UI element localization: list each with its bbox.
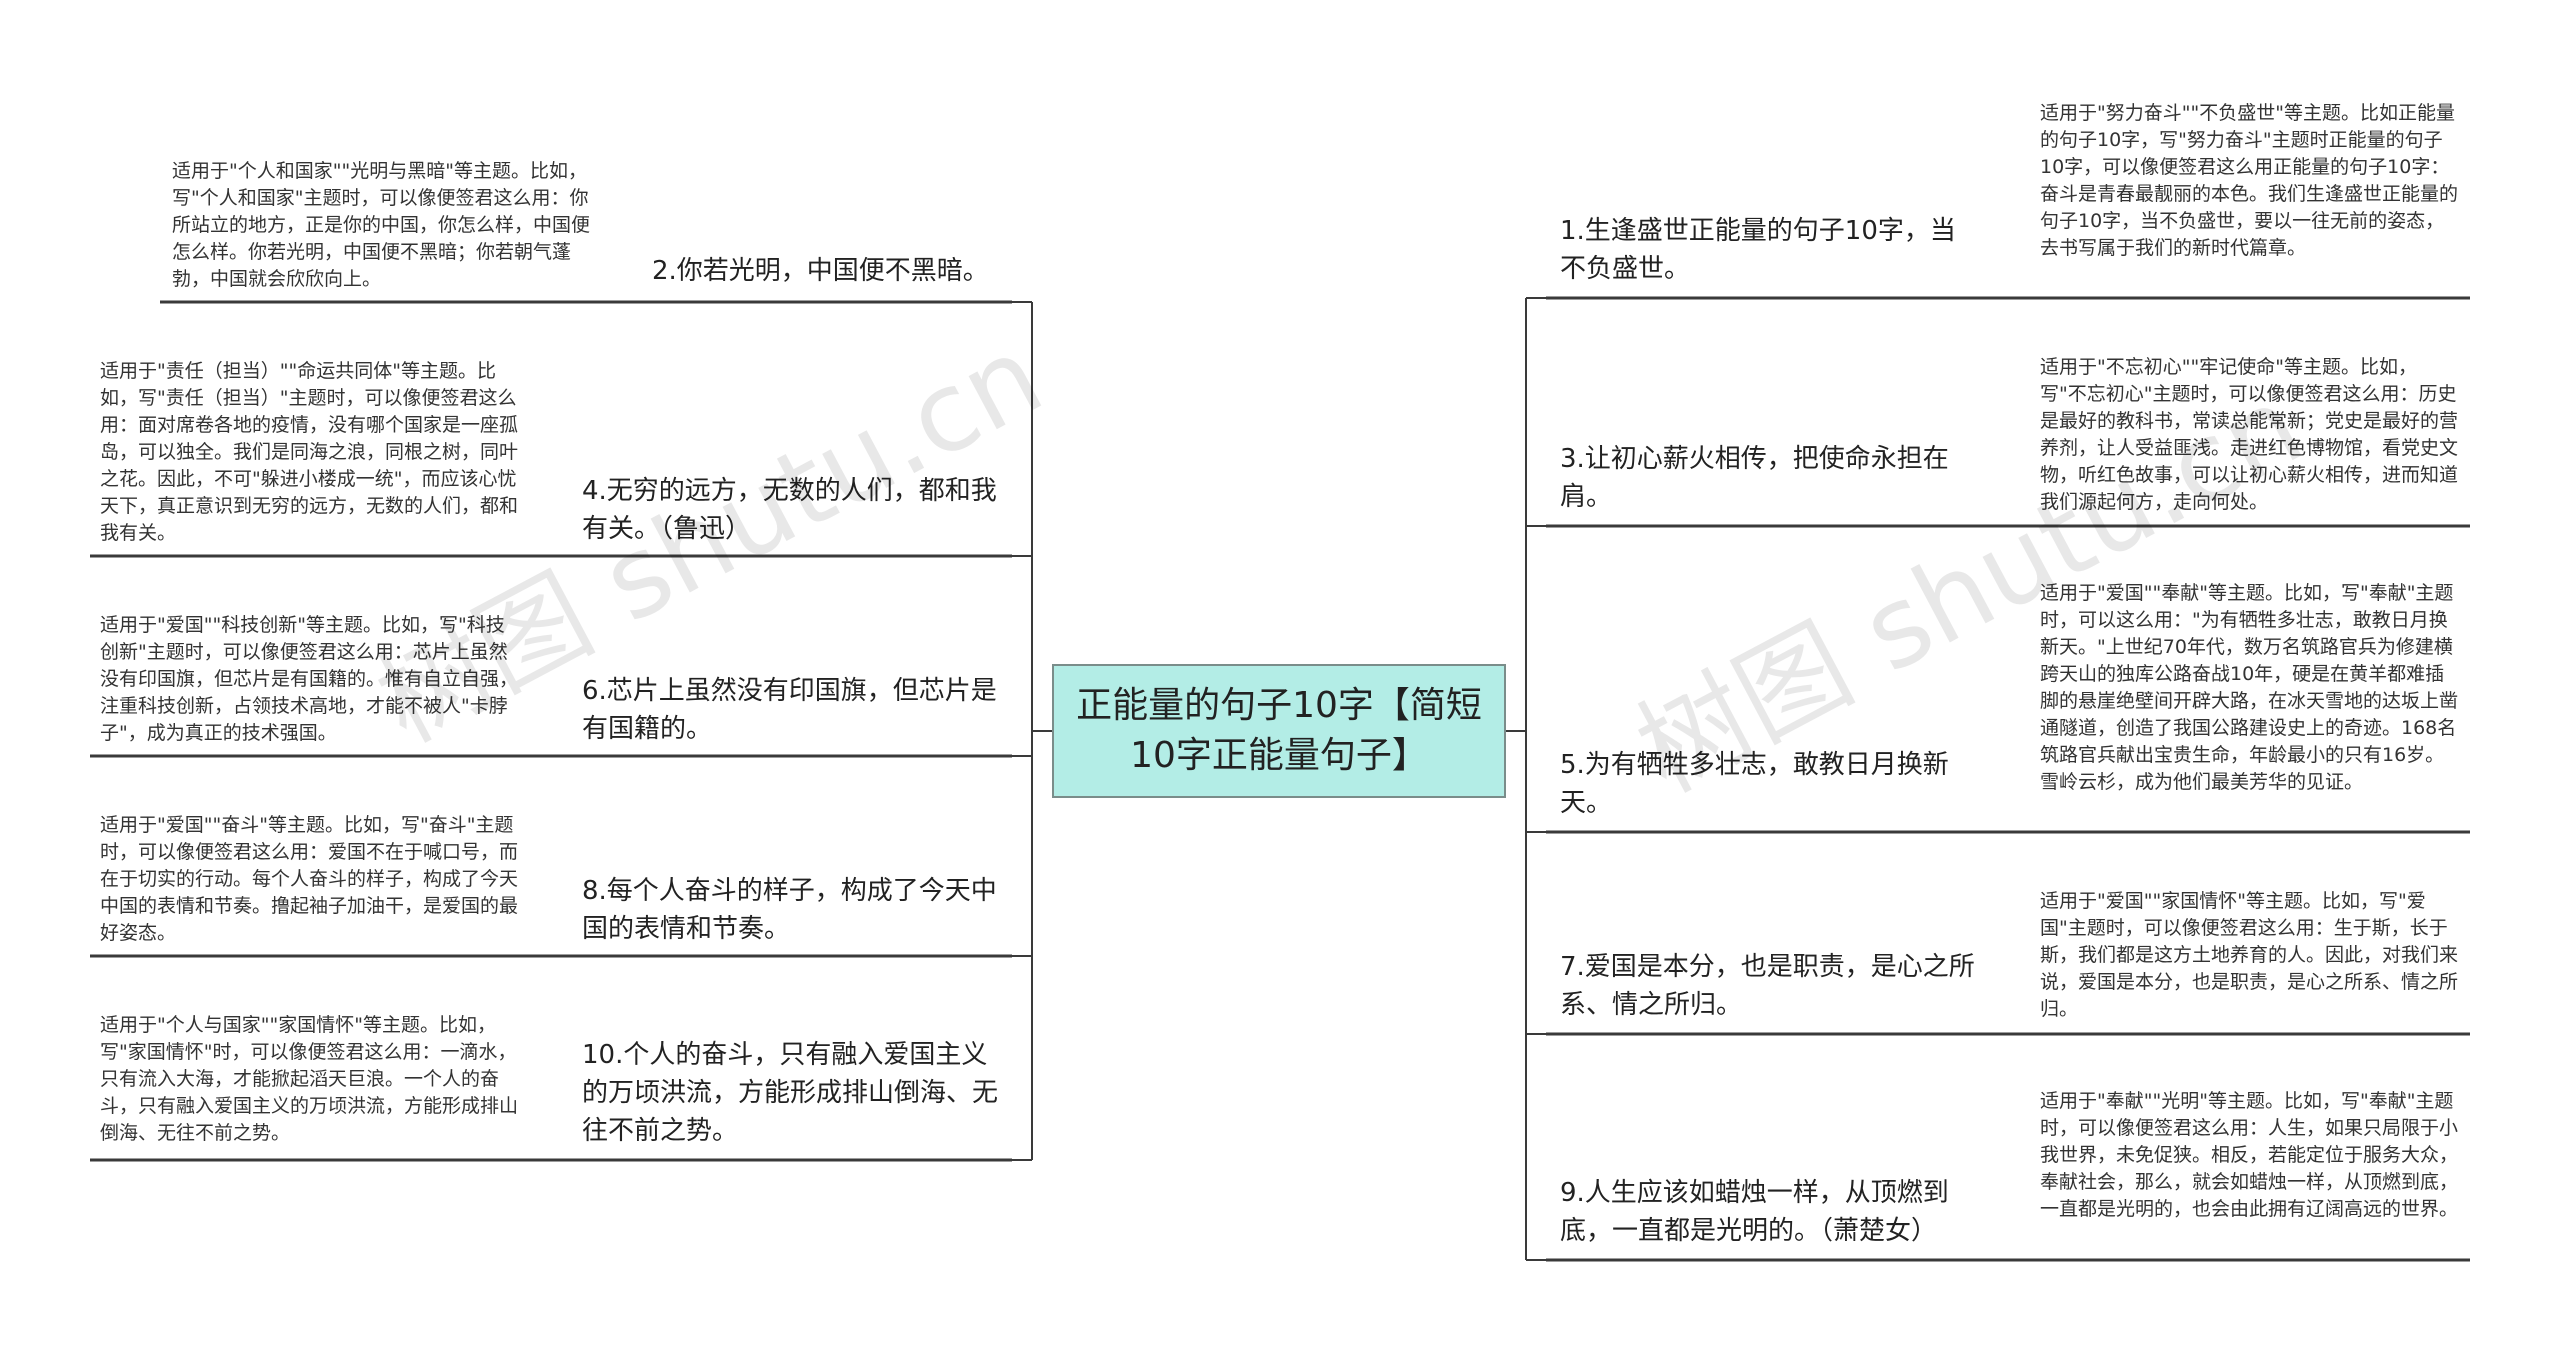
note-right-1: 适用于"努力奋斗""不负盛世"等主题。比如正能量的句子10字，写"努力奋斗"主题… [2040,102,2459,259]
note-right-3: 适用于"爱国""奉献"等主题。比如，写"奉献"主题时，可以这么用："为有牺牲多壮… [2040,582,2459,793]
branch-right-2[interactable]: 3.让初心薪火相传，把使命永担在肩。 [1560,444,1949,512]
root-title: 正能量的句子10字【简短10字正能量句子】 [1076,685,1482,776]
branch-left-3[interactable]: 6.芯片上虽然没有印国旗，但芯片是有国籍的。 [582,676,997,744]
root-topic[interactable]: 正能量的句子10字【简短10字正能量句子】 [1052,664,1506,798]
note-left-3: 适用于"爱国""科技创新"等主题。比如，写"科技创新"主题时，可以像便签君这么用… [100,614,519,744]
branch-left-2[interactable]: 4.无穷的远方，无数的人们，都和我有关。（鲁迅） [582,476,997,544]
note-left-4: 适用于"爱国""奋斗"等主题。比如，写"奋斗"主题时，可以像便签君这么用：爱国不… [100,814,519,944]
note-left-1: 适用于"个人和国家""光明与黑暗"等主题。比如，写"个人和国家"主题时，可以像便… [172,160,591,290]
note-left-5: 适用于"个人与国家""家国情怀"等主题。比如，写"家国情怀"时，可以像便签君这么… [100,1014,519,1144]
branch-right-4[interactable]: 7.爱国是本分，也是职责，是心之所系、情之所归。 [1560,952,1975,1020]
branch-left-4[interactable]: 8.每个人奋斗的样子，构成了今天中国的表情和节奏。 [582,876,997,944]
branch-left-5[interactable]: 10.个人的奋斗，只有融入爱国主义的万顷洪流，方能形成排山倒海、无往不前之势。 [582,1040,999,1146]
note-left-2: 适用于"责任（担当）""命运共同体"等主题。比如，写"责任（担当）"主题时，可以… [100,360,519,544]
branch-right-3[interactable]: 5.为有牺牲多壮志，敢教日月换新天。 [1560,750,1949,818]
branch-left-1[interactable]: 2.你若光明，中国便不黑暗。 [652,256,989,286]
note-right-4: 适用于"爱国""家国情怀"等主题。比如，写"爱国"主题时，可以像便签君这么用：生… [2040,890,2459,1020]
branch-right-1[interactable]: 1.生逢盛世正能量的句子10字，当不负盛世。 [1560,216,1956,284]
branch-right-5[interactable]: 9.人生应该如蜡烛一样，从顶燃到底，一直都是光明的。（萧楚女） [1560,1178,1949,1246]
note-right-2: 适用于"不忘初心""牢记使命"等主题。比如，写"不忘初心"主题时，可以像便签君这… [2040,356,2459,513]
note-right-5: 适用于"奉献""光明"等主题。比如，写"奉献"主题时，可以像便签君这么用：人生，… [2040,1090,2459,1220]
